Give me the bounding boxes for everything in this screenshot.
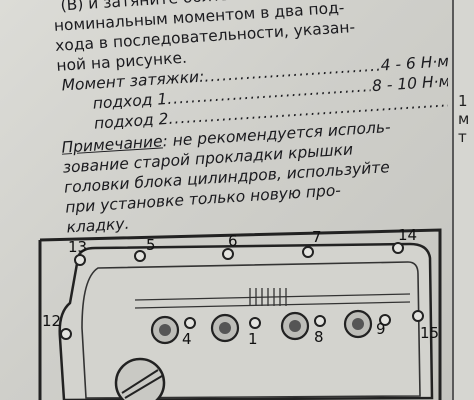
bolt-number: 1 bbox=[248, 330, 258, 348]
bolt-hole bbox=[314, 315, 326, 327]
bolt-hole bbox=[184, 317, 196, 329]
cover-inner-outline bbox=[81, 261, 421, 399]
bolt-hole bbox=[222, 248, 234, 260]
bolt-number: 6 bbox=[228, 232, 238, 250]
bolt-hole bbox=[60, 328, 72, 340]
figure-frame bbox=[38, 228, 442, 400]
torque-label-2: подход 2 bbox=[93, 109, 170, 133]
edge-letter: т bbox=[458, 128, 467, 146]
bolt-hole bbox=[74, 254, 86, 266]
bolt-number: 13 bbox=[68, 238, 87, 256]
bolt-number: 4 bbox=[182, 330, 192, 348]
bolt-hole bbox=[249, 317, 261, 329]
cover-outline bbox=[58, 242, 434, 400]
plug-wells bbox=[150, 309, 373, 345]
cover-ribs bbox=[134, 288, 411, 309]
instruction-text: (В) и затяните болты номинальным моменто… bbox=[52, 0, 448, 238]
bolt-number: 14 bbox=[398, 226, 417, 244]
bolt-hole bbox=[392, 242, 404, 254]
text-column: (В) и затяните болты номинальным моменто… bbox=[38, 0, 448, 400]
plug-well bbox=[343, 309, 373, 339]
bolt-number: 5 bbox=[146, 236, 156, 254]
oil-filler-cap bbox=[114, 357, 166, 400]
plug-well bbox=[210, 313, 240, 343]
valve-cover-diagram: 13 5 6 7 14 12 4 1 8 9 15 bbox=[38, 226, 442, 400]
bolt-hole bbox=[412, 310, 424, 322]
bolt-number: 8 bbox=[314, 328, 324, 346]
bolt-number: 7 bbox=[312, 228, 322, 246]
edge-letter: 1 bbox=[458, 92, 468, 110]
bolt-hole bbox=[379, 314, 391, 326]
bolt-hole bbox=[134, 250, 146, 262]
bolt-number: 9 bbox=[376, 320, 386, 338]
bolt-holes bbox=[60, 242, 424, 340]
bolt-hole bbox=[302, 246, 314, 258]
bolt-number-labels: 13 5 6 7 14 12 4 1 8 9 15 bbox=[42, 226, 439, 348]
bolt-number: 15 bbox=[420, 324, 439, 342]
bolt-number: 12 bbox=[42, 312, 61, 330]
edge-letter: м bbox=[458, 110, 470, 128]
plug-well bbox=[150, 315, 180, 345]
plug-well bbox=[280, 311, 310, 341]
adjacent-column-edge bbox=[452, 0, 474, 400]
